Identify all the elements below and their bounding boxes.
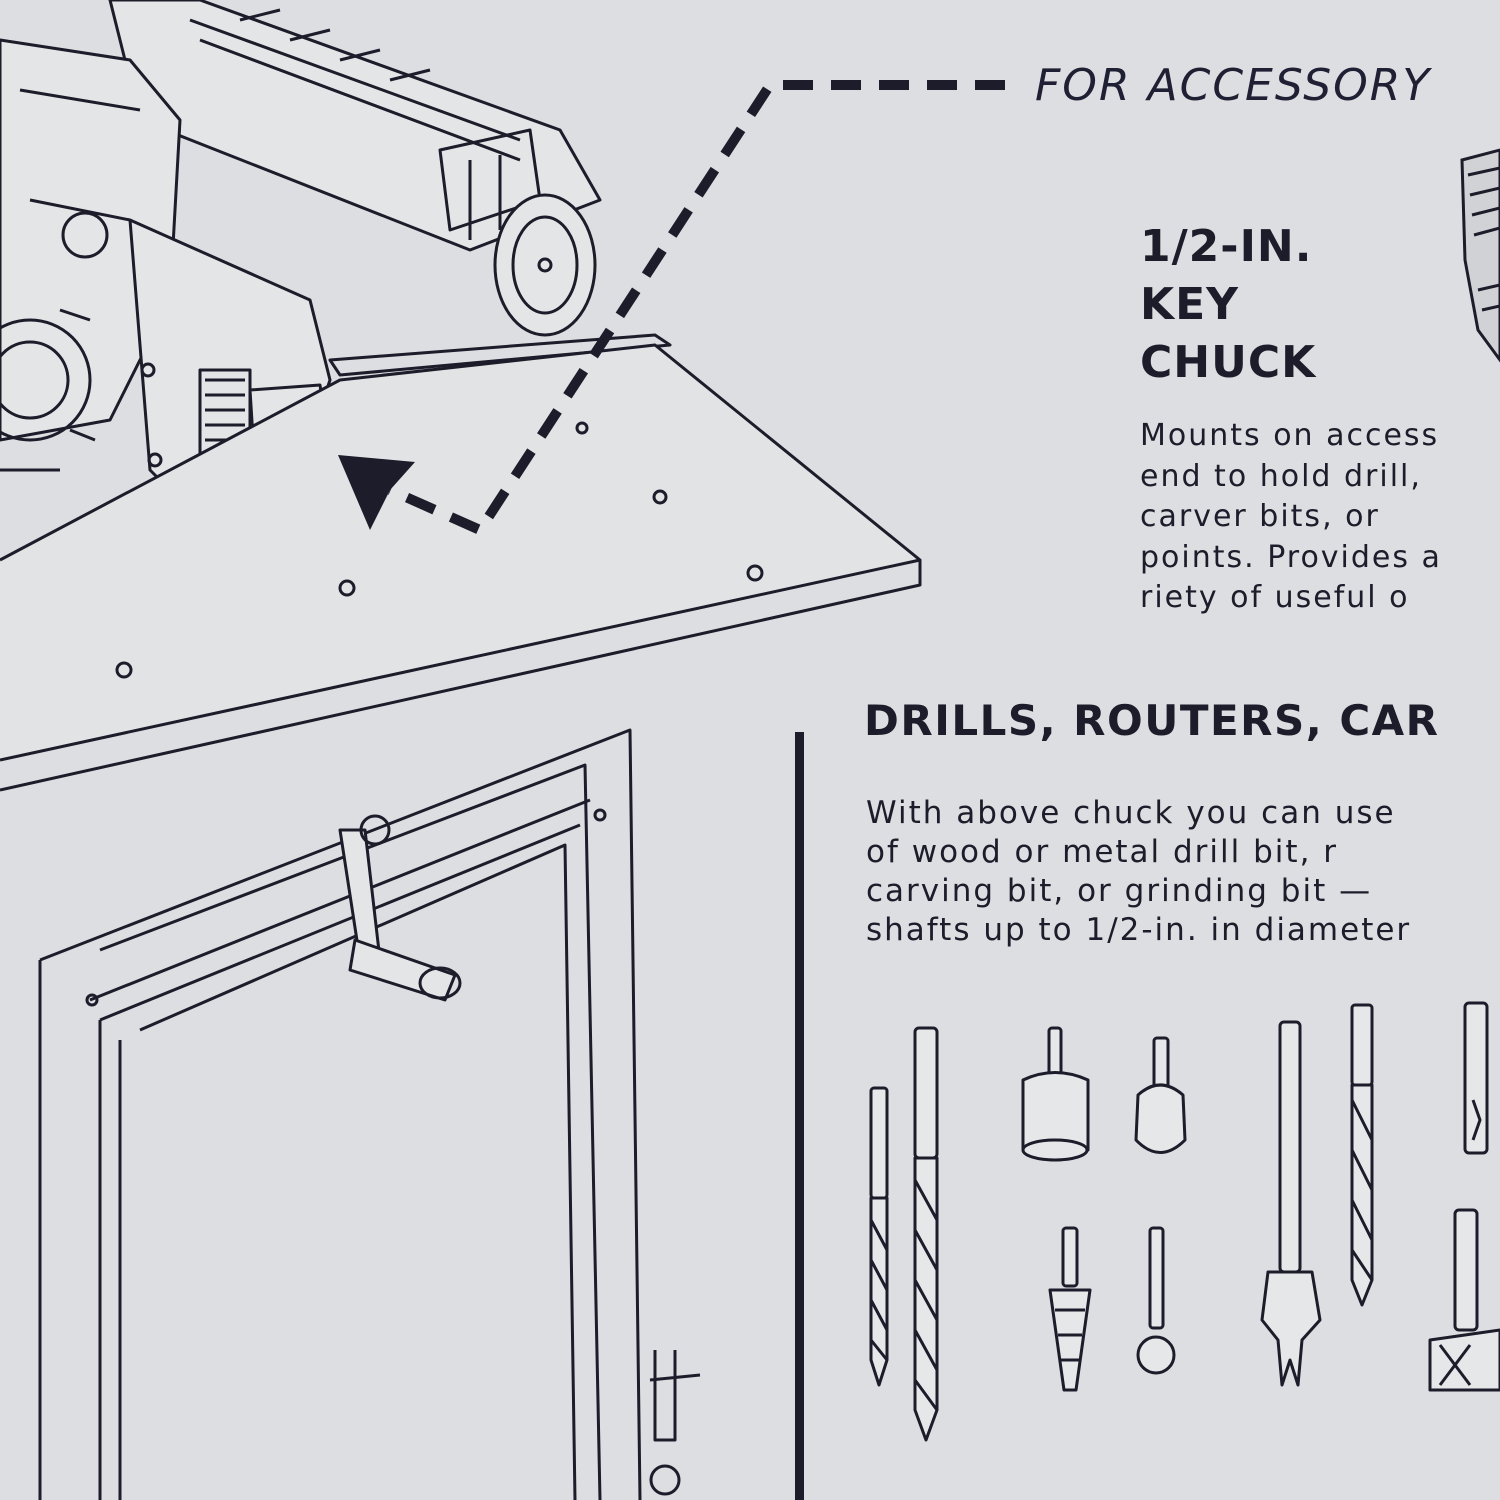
grinding-ball-icon: [1134, 1036, 1187, 1154]
key-chuck-title: 1/2-IN. KEY CHUCK: [1140, 218, 1316, 392]
callout-arrow-icon: [338, 455, 415, 530]
description-line: Mounts on access: [1140, 418, 1440, 453]
callout-label: FOR ACCESSORY: [1035, 60, 1432, 111]
table-top-illustration: [0, 343, 922, 792]
body-line: shafts up to 1/2-in. in diameter: [866, 912, 1412, 948]
description-line: carver bits, or: [1140, 499, 1380, 534]
title-line: CHUCK: [1140, 337, 1317, 388]
section-body: With above chuck you can use of wood or …: [866, 794, 1411, 950]
cabinet-stand-illustration: [38, 728, 701, 1500]
drill-bit-icon: [913, 1026, 939, 1442]
grinding-drum-icon: [1021, 1026, 1090, 1162]
router-bit-icon: [1463, 1001, 1489, 1155]
body-line: carving bit, or grinding bit —: [866, 873, 1373, 909]
description-line: riety of useful o: [1140, 580, 1410, 615]
cone-carver-bit-icon: [1048, 1226, 1092, 1392]
column-divider: [795, 732, 804, 1500]
router-bit-icon: [1428, 1208, 1500, 1392]
drill-bit-icon: [1350, 1003, 1374, 1307]
key-chuck-description: Mounts on access end to hold drill, carv…: [1140, 416, 1442, 619]
description-line: points. Provides a: [1140, 539, 1442, 575]
title-line: 1/2-IN.: [1140, 221, 1313, 272]
key-chuck-icon: [1460, 148, 1500, 363]
body-line: of wood or metal drill bit, r: [866, 834, 1339, 870]
body-line: With above chuck you can use: [866, 795, 1396, 831]
ball-carver-bit-icon: [1136, 1226, 1176, 1375]
callout-leader-line: [387, 80, 1005, 537]
bits-illustration: [869, 1001, 1500, 1442]
drill-bit-icon: [869, 1086, 889, 1387]
spade-bit-icon: [1260, 1020, 1322, 1387]
description-line: end to hold drill,: [1140, 458, 1422, 494]
section-heading: DRILLS, ROUTERS, CAR: [864, 696, 1440, 745]
title-line: KEY: [1140, 279, 1240, 330]
